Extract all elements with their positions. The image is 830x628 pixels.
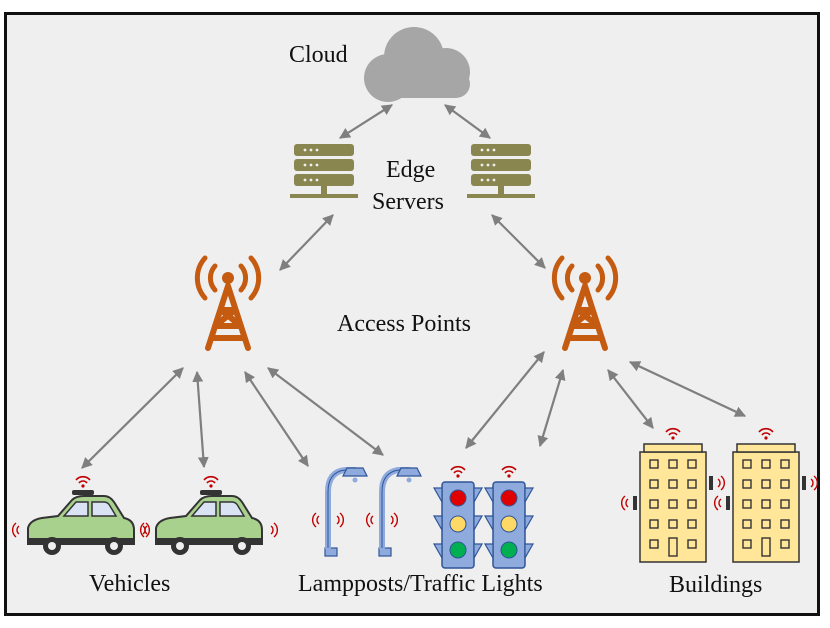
arrow-ap-traffic-1 <box>465 351 545 449</box>
lamppost-icon <box>313 468 367 556</box>
server-icon <box>467 144 535 198</box>
buildings-label: Buildings <box>669 572 763 598</box>
edge-servers-label-line2: Servers <box>372 189 444 215</box>
lamppost-icon <box>367 468 421 556</box>
building-icon <box>715 429 818 562</box>
vehicles-label: Vehicles <box>89 571 171 597</box>
cloud-label: Cloud <box>289 42 348 68</box>
access-points-label: Access Points <box>337 311 471 337</box>
arrow-cloud-edge-left <box>339 104 393 139</box>
arrow-ap-vehicle-1 <box>81 367 184 469</box>
cloud-icon <box>364 27 470 102</box>
connection-arrows <box>81 104 746 469</box>
arrow-ap-streetlight <box>267 367 384 456</box>
arrow-ap-traffic-2 <box>537 368 566 448</box>
lampposts-traffic-lights-label: Lampposts/Traffic Lights <box>298 571 543 597</box>
traffic-light-icon <box>485 467 533 568</box>
arrow-ap-building-2 <box>629 361 746 417</box>
arrow-cloud-edge-right <box>444 104 491 139</box>
tower-icon <box>197 258 258 348</box>
arrow-ap-building-1 <box>607 369 654 429</box>
arrow-ap-vehicle-2 <box>192 370 209 469</box>
edge-servers-label-line1: Edge <box>386 157 436 183</box>
car-icon <box>13 477 150 555</box>
server-icon <box>290 144 358 198</box>
arrow-ap-lamppost <box>244 371 309 467</box>
building-icon <box>622 429 725 562</box>
traffic-light-icon <box>434 467 482 568</box>
arrow-edge-ap-right <box>491 214 546 269</box>
car-icon <box>141 477 278 555</box>
arrow-edge-ap-left <box>279 214 334 271</box>
tower-icon <box>554 258 615 348</box>
